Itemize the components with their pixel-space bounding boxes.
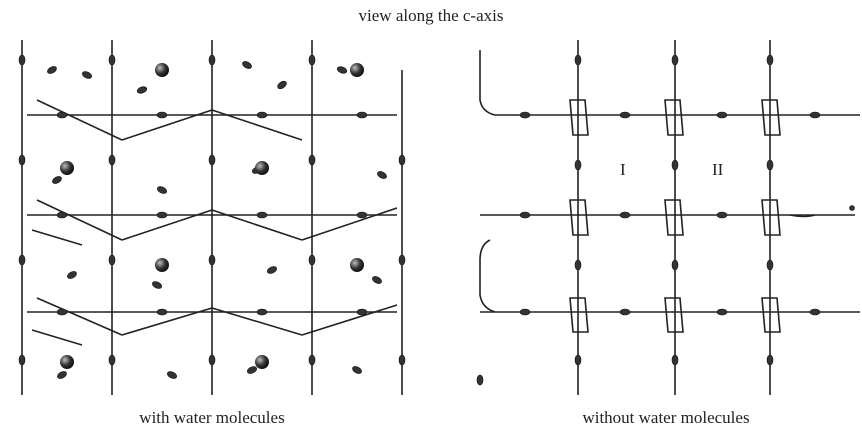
figure-title: view along the c-axis — [358, 6, 504, 25]
region-label-ii: II — [712, 160, 724, 179]
caption-with-water: with water molecules — [139, 408, 285, 427]
region-label-i: I — [620, 160, 626, 179]
structure-without-water-diagram — [476, 40, 860, 395]
structure-with-water-diagram — [18, 40, 406, 395]
caption-without-water: without water molecules — [582, 408, 750, 427]
